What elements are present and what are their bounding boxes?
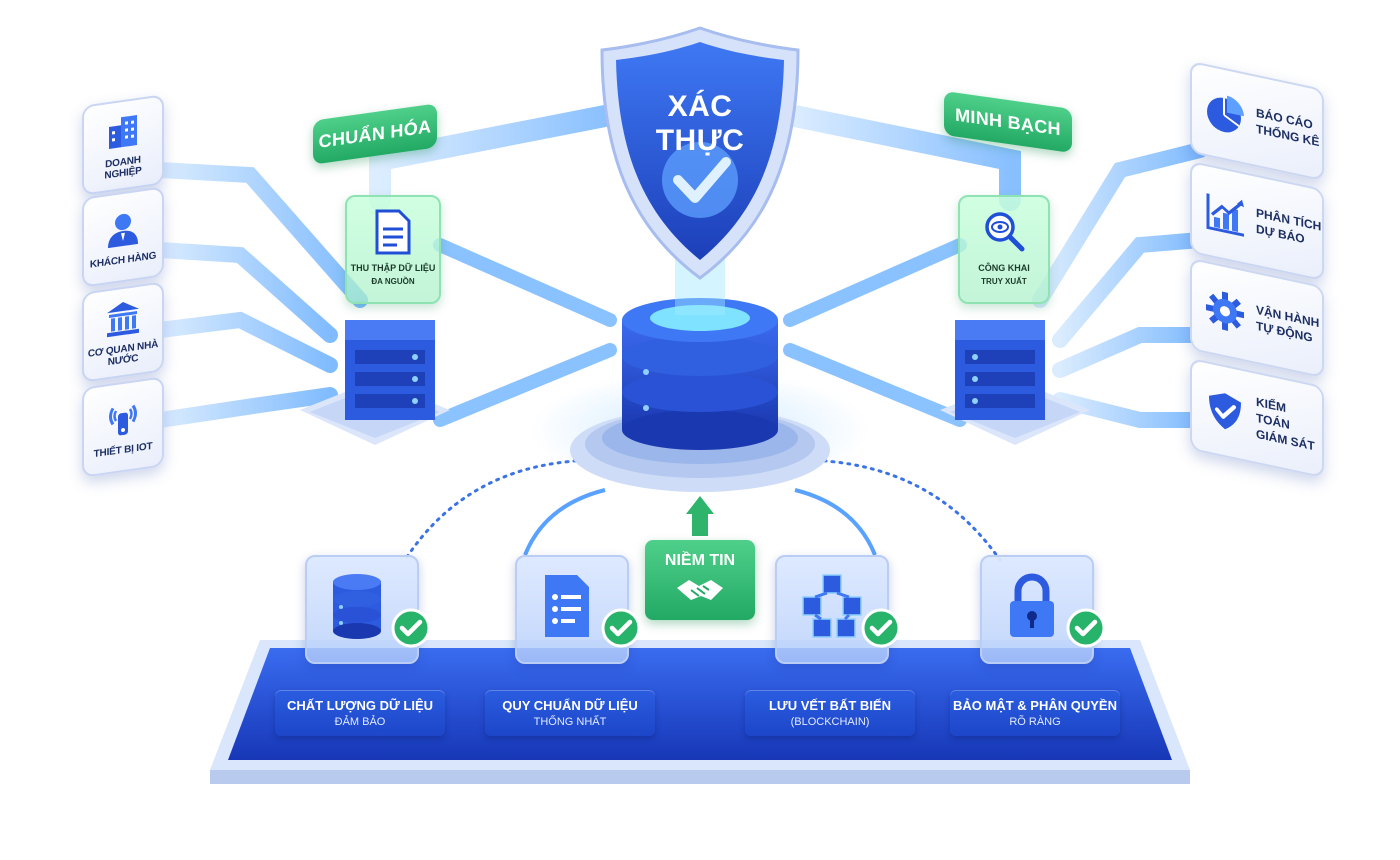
source-label: KHÁCH HÀNG: [89, 249, 157, 271]
collect-data-label-2: ĐA NGUỒN: [371, 277, 415, 286]
document-icon: [375, 209, 411, 255]
feature-title: LƯU VẾT BẤT BIẾN: [768, 698, 891, 713]
magnifier-eye-icon: [985, 212, 1025, 252]
source-card: THIẾT BỊ IOT: [82, 376, 164, 478]
shield-check-icon: [1204, 386, 1246, 437]
right-server-icon: [940, 320, 1090, 445]
top-channels: [369, 104, 1021, 211]
iot-device-icon: [103, 396, 143, 442]
lock-icon: [1002, 571, 1072, 641]
shield-label: XÁC THỰC: [655, 90, 745, 157]
feature-tile: [980, 555, 1106, 664]
government-icon: [103, 295, 143, 341]
up-arrow-icon: [686, 496, 714, 536]
feature-label: BẢO MẬT & PHÂN QUYỀN RÕ RÀNG: [950, 690, 1120, 736]
public-trace-label-2: TRUY XUẤT: [981, 277, 1027, 286]
feature-label: LƯU VẾT BẤT BIẾN (BLOCKCHAIN): [745, 690, 915, 736]
handshake-icon: [677, 580, 723, 600]
customer-icon: [103, 206, 143, 252]
right-feed-lines: [1032, 142, 1208, 428]
feature-tile: [775, 555, 901, 664]
feature-subtitle: RÕ RÀNG: [1009, 716, 1061, 728]
central-hub: [570, 26, 830, 492]
feature-title: CHẤT LƯỢNG DỮ LIỆU: [286, 698, 434, 713]
public-trace-label-1: CÔNG KHAI: [978, 263, 1030, 273]
source-label: DOANH NGHIỆP: [104, 154, 142, 182]
collect-data-card: THU THẬP DỮ LIỆU ĐA NGUỒN: [345, 195, 441, 304]
feature-subtitle: ĐẢM BẢO: [334, 716, 386, 728]
left-server-icon: [300, 320, 450, 445]
pie-chart-icon: [1204, 89, 1246, 140]
feature-label: QUY CHUẨN DỮ LIỆU THỐNG NHẤT: [485, 690, 655, 736]
collect-data-label-1: THU THẬP DỮ LIỆU: [350, 263, 436, 273]
check-badge-icon: [601, 608, 641, 648]
source-card: KHÁCH HÀNG: [82, 186, 164, 288]
bottom-platform: [210, 640, 1190, 784]
database-icon: [327, 571, 397, 641]
building-icon: [103, 108, 143, 154]
trust-pill: NIỀM TIN: [645, 540, 755, 620]
public-trace-card: CÔNG KHAI TRUY XUẤT: [958, 195, 1050, 304]
feature-subtitle: THỐNG NHẤT: [533, 716, 607, 728]
feature-subtitle: (BLOCKCHAIN): [790, 716, 870, 728]
check-badge-icon: [391, 608, 431, 648]
source-card: DOANH NGHIỆP: [82, 94, 164, 196]
feature-tile: [515, 555, 641, 664]
source-label: CƠ QUAN NHÀ NƯỚC: [87, 339, 159, 369]
left-feed-lines: [152, 162, 368, 428]
feature-title: QUY CHUẨN DỮ LIỆU: [502, 698, 638, 713]
source-label: THIẾT BỊ IOT: [93, 440, 153, 460]
blockchain-icon: [797, 571, 867, 641]
check-badge-icon: [1066, 608, 1106, 648]
feature-tile: [305, 555, 431, 664]
source-card: CƠ QUAN NHÀ NƯỚC: [82, 281, 164, 383]
check-badge-icon: [861, 608, 901, 648]
server-links: [433, 238, 967, 427]
gear-icon: [1204, 286, 1246, 337]
database-stack-icon: [622, 298, 778, 450]
solid-arcs: [523, 488, 877, 556]
feature-title: BẢO MẬT & PHÂN QUYỀN: [953, 698, 1117, 713]
shield-icon: [600, 26, 800, 280]
bar-chart-icon: [1204, 189, 1246, 240]
document-list-icon: [537, 571, 607, 641]
feature-label: CHẤT LƯỢNG DỮ LIỆU ĐẢM BẢO: [275, 690, 445, 736]
